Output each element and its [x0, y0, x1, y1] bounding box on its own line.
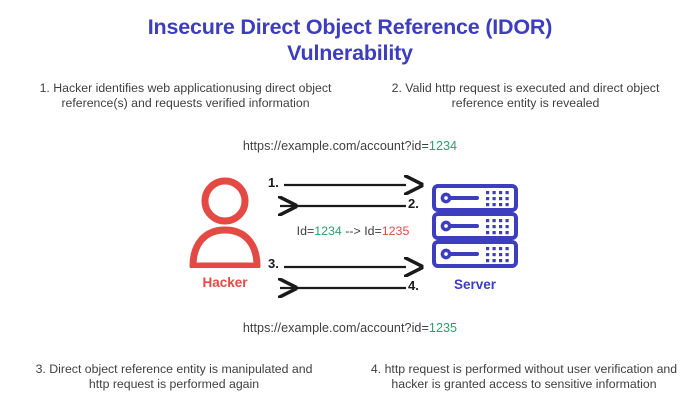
- server-rack-icon: [432, 184, 518, 268]
- id-manipulation-text: Id=1234 --> Id=1235: [258, 224, 448, 238]
- actor-server: Server: [415, 182, 535, 292]
- arrow-4-number: 4.: [408, 278, 419, 293]
- arrow-lines: [258, 168, 448, 313]
- id-modified-label: Id=: [364, 224, 382, 238]
- flow-arrows: 1. 2. 3. 4. Id=1234 --> Id=1235: [258, 168, 448, 313]
- caption-step-2: 2. Valid http request is executed and di…: [391, 81, 660, 111]
- id-original-value: 1234: [314, 224, 342, 238]
- id-separator: -->: [341, 224, 365, 238]
- url-id-value-top: 1234: [428, 139, 458, 153]
- caption-step-4: 4. http request is performed without use…: [370, 362, 678, 392]
- url-base-top: https://example.com/account?id=: [242, 139, 429, 153]
- url-request-manipulated: https://example.com/account?id=1235: [0, 321, 700, 335]
- id-modified-value: 1235: [381, 224, 410, 238]
- page-title: Insecure Direct Object Reference (IDOR) …: [0, 14, 700, 66]
- actor-hacker-label: Hacker: [202, 275, 248, 290]
- actor-server-label: Server: [453, 277, 497, 292]
- arrow-2-number: 2.: [408, 196, 419, 211]
- url-id-value-bottom: 1235: [428, 321, 458, 335]
- title-line-2: Vulnerability: [287, 41, 413, 65]
- title-line-1: Insecure Direct Object Reference (IDOR): [147, 15, 553, 39]
- person-icon: [189, 177, 261, 270]
- actor-hacker: Hacker: [160, 176, 290, 290]
- caption-step-3: 3. Direct object reference entity is man…: [35, 362, 313, 392]
- url-base-bottom: https://example.com/account?id=: [242, 321, 429, 335]
- caption-step-1: 1. Hacker identifies web applicationusin…: [39, 81, 332, 111]
- id-original-label: Id=: [296, 224, 315, 238]
- arrow-3-number: 3.: [268, 256, 279, 271]
- url-request-original: https://example.com/account?id=1234: [0, 139, 700, 153]
- arrow-1-number: 1.: [268, 175, 279, 190]
